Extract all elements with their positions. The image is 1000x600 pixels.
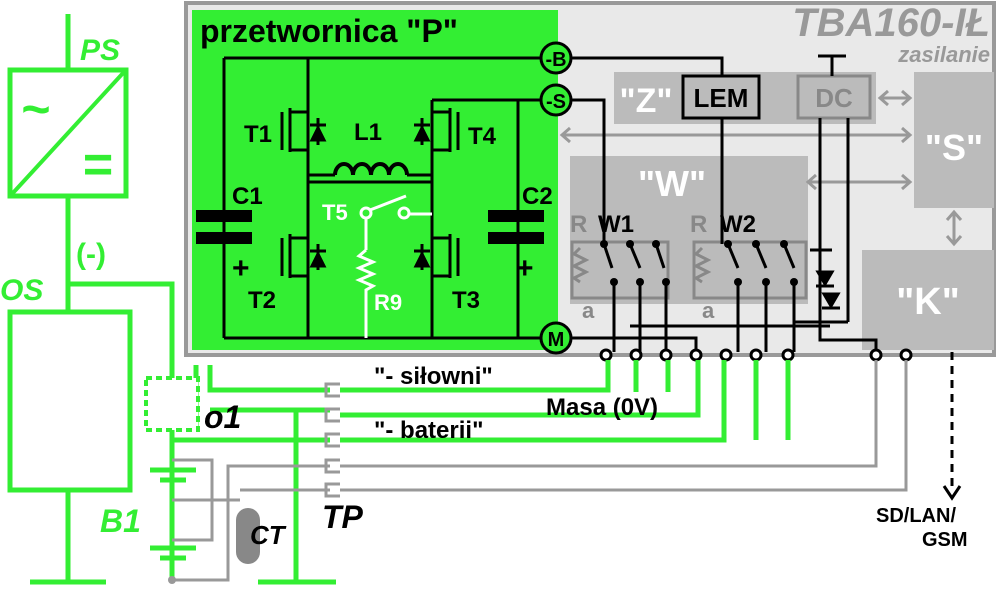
converter-title: przetwornica "P" — [200, 13, 458, 49]
label-comm-1: SD/LAN/ — [876, 505, 956, 527]
device-wiring — [570, 54, 878, 352]
label-o1: o1 — [204, 399, 241, 435]
transistor-t3 — [413, 234, 460, 278]
label-z: "Z" — [619, 82, 672, 120]
inductor-l1 — [333, 162, 409, 176]
converter-wiring — [222, 56, 556, 340]
label-t1: T1 — [244, 121, 272, 148]
label-baterii: "- baterii" — [374, 417, 483, 444]
label-l1: L1 — [354, 119, 382, 146]
arrow-s-k — [945, 209, 963, 247]
block-s — [914, 72, 994, 208]
label-t5: T5 — [322, 200, 348, 225]
label-c1: C1 — [232, 183, 263, 210]
arrow-dc-s — [877, 89, 913, 107]
device-subtitle: zasilanie — [897, 42, 990, 67]
relay-w2 — [692, 240, 808, 300]
label-r2: R — [690, 211, 707, 238]
terminal-m: M — [539, 321, 573, 355]
label-b1: B1 — [100, 503, 141, 539]
label-comm-2: GSM — [922, 529, 968, 551]
converter-block — [192, 10, 558, 350]
label-dc: DC — [815, 83, 853, 113]
ps-dc-symbol: = — [83, 136, 113, 194]
tp-connector — [324, 382, 340, 498]
label-w2: W2 — [720, 211, 756, 238]
label-ps: PS — [80, 34, 120, 67]
sensing-wiring — [172, 360, 908, 582]
transistor-t1 — [280, 108, 327, 152]
label-tp: TP — [322, 499, 364, 535]
o1-fuse — [144, 376, 200, 432]
label-minus: (-) — [76, 238, 106, 271]
label-c2: C2 — [522, 183, 553, 210]
block-lem — [681, 74, 761, 120]
label-t2: T2 — [248, 287, 276, 314]
block-dc — [796, 74, 872, 120]
svg-text:M: M — [548, 329, 565, 351]
arrow-w-s — [805, 173, 913, 191]
plus-c1: + — [232, 252, 250, 285]
label-a1: a — [582, 298, 595, 323]
relay-contacts — [602, 243, 796, 269]
svg-text:-S: -S — [546, 91, 566, 113]
label-k: "K" — [896, 281, 959, 323]
plus-c2: + — [516, 252, 534, 285]
transistor-t4 — [413, 108, 460, 152]
device-title: TBA160-IŁ — [792, 1, 990, 45]
label-r9: R9 — [374, 290, 402, 315]
block-k — [862, 250, 994, 350]
k-comm-arrowhead — [942, 485, 962, 501]
label-os: OS — [0, 274, 43, 307]
label-t3: T3 — [452, 287, 480, 314]
terminal-s: -S — [539, 83, 573, 117]
capacitor-c1 — [196, 210, 252, 244]
transistor-t2 — [280, 234, 327, 278]
capacitor-c2 — [488, 210, 544, 244]
label-ct: CT — [250, 520, 287, 550]
label-r1: R — [570, 211, 587, 238]
label-masa: Masa (0V) — [546, 394, 658, 421]
svg-text:-B: -B — [545, 49, 566, 71]
relay-w1 — [570, 240, 670, 300]
resistor-r9 — [355, 248, 377, 338]
switch-t5 — [359, 194, 432, 250]
label-lem: LEM — [694, 83, 749, 113]
battery-b1 — [150, 467, 196, 561]
label-a2: a — [702, 298, 715, 323]
label-t4: T4 — [468, 123, 497, 150]
label-s: "S" — [925, 127, 983, 168]
ps-ac-symbol: ~ — [21, 81, 50, 137]
sensor-dot — [168, 576, 176, 584]
label-w: "W" — [638, 163, 706, 204]
label-silowni: "- siłowni" — [374, 363, 493, 390]
os-block — [7, 309, 133, 493]
ct-sensor — [236, 508, 260, 564]
ps-diagonal — [10, 70, 126, 196]
arrow-long-s — [559, 126, 913, 144]
terminal-b: -B — [539, 41, 573, 75]
